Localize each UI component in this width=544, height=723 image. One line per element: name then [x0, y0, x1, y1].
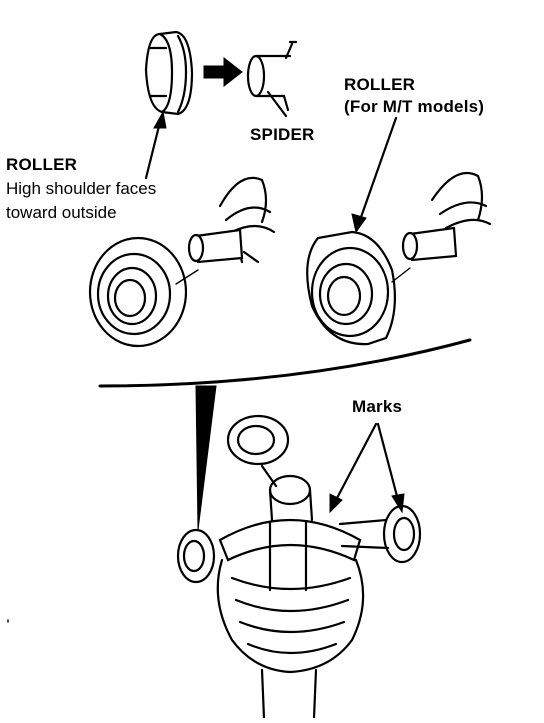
separator-curve — [98, 338, 472, 388]
arrow-icon — [203, 56, 243, 88]
arrow-head-icon — [351, 213, 367, 234]
spider-leader — [266, 90, 288, 118]
boot-assembly — [216, 474, 365, 720]
roller-left-line3: toward outside — [6, 203, 117, 222]
right-roller-assembly — [306, 171, 492, 346]
roller-left-line2: High shoulder faces — [6, 179, 157, 198]
spider-shaft — [246, 40, 298, 112]
marks-leader-1 — [334, 422, 378, 502]
left-small-roller — [176, 528, 216, 584]
roller-left-title: ROLLER — [6, 155, 78, 174]
right-small-roller — [338, 504, 422, 564]
arrow-head-icon — [153, 110, 167, 129]
roller-mt-label-line1: ROLLER — [344, 75, 416, 94]
roller-side-view — [144, 30, 194, 116]
left-roller-assembly — [88, 176, 276, 348]
roller-left-leader — [144, 120, 162, 180]
roller-mt-leader — [358, 116, 398, 222]
marks-leader-2 — [376, 422, 400, 502]
arrow-head-icon — [329, 493, 343, 514]
roller-mt-label-line2: (For M/T models) — [344, 97, 485, 116]
marks-label: Marks — [352, 397, 403, 416]
floating-roller — [226, 414, 290, 488]
spider-label: SPIDER — [250, 125, 315, 144]
pointer-wedge — [195, 385, 217, 531]
arrow-head-icon — [391, 493, 405, 514]
